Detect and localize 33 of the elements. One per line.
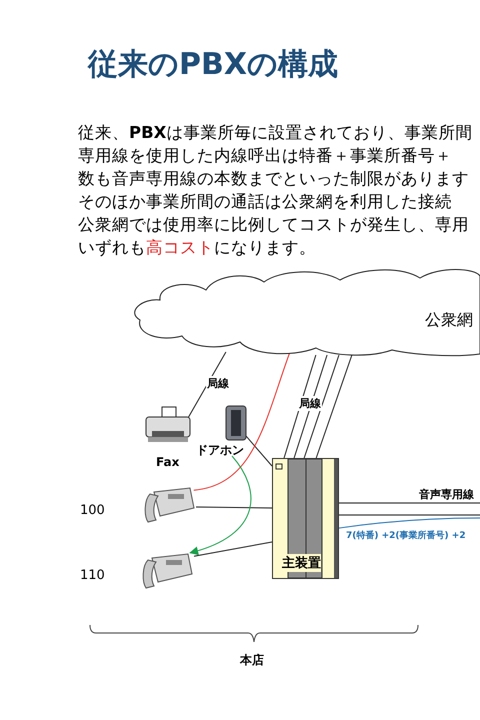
paragraph-text: 専用線を使用した内線呼出は特番＋事業所番号＋ [78,145,452,167]
connector-line [194,541,272,557]
connector-line [338,502,480,504]
edge-label: 音声専用線 [418,487,475,502]
node-label: Fax [156,455,180,469]
paragraph-text: 公衆網では使用率に比例してコストが発生し、専用 [78,214,469,236]
highlighted-text: 高コスト [146,237,214,259]
connector-line [246,435,272,466]
edge-label: 局線 [206,376,230,391]
node-label: ドアホン [196,442,244,459]
group-caption: 本店 [240,652,264,669]
node-label: 主装置 [282,554,321,572]
connector-line [193,351,290,491]
connector-line [196,506,272,508]
paragraph-text: 従来、PBXは事業所毎に設置されており、事業所間 [78,122,472,144]
paragraph-text: そのほか事業所間の通話は公衆網を利用した接続 [78,191,452,213]
connector-line [338,514,480,516]
connector-line [294,354,328,458]
connector-line [188,351,226,419]
paragraph-text: 数も音声専用線の本数までといった制限があります [78,168,469,190]
extension-number: 100 [80,503,105,518]
connector-line [304,354,340,458]
connector-line [316,354,352,458]
node-label: 公衆網 [425,310,473,331]
edge-label: 7(特番) +2(事業所番号) +2 [345,529,467,542]
paragraph-text: いずれも [78,237,146,259]
connector-line [284,354,316,458]
slide-title: 従来のPBXの構成 [88,46,338,84]
extension-number: 110 [80,568,105,583]
edge-label: 局線 [298,396,322,411]
paragraph-text: になります。 [214,237,316,259]
connector-line [189,456,252,555]
connector-line [338,518,480,529]
